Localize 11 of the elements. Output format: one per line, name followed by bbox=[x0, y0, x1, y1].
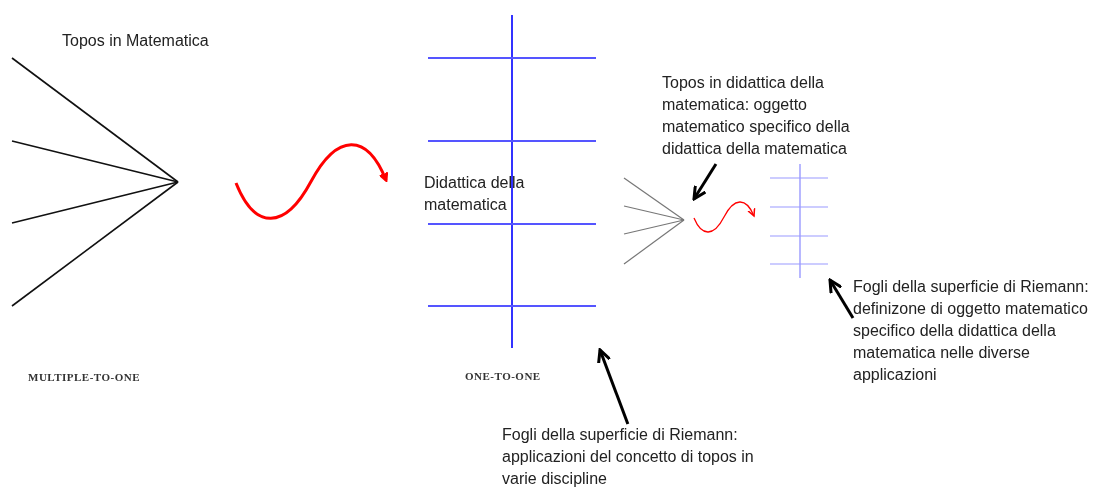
callout-text: Fogli della superficie di Riemann: definizone di oggetto matematico specifico della didattica della matematica nelle diverse applicazioni bbox=[853, 276, 1097, 388]
caption-text: MULTIPLE-TO-ONE bbox=[28, 371, 141, 383]
callout-text: Topos in didattica della matematica: oggetto matematico specifico della didattica della matematica bbox=[662, 72, 872, 164]
wavy-arrow bbox=[693, 201, 755, 233]
arrow bbox=[597, 348, 630, 425]
wavy-arrow bbox=[234, 143, 388, 220]
arrow bbox=[692, 163, 718, 201]
caption-text: ONE-TO-ONE bbox=[465, 370, 541, 382]
callout-text: Fogli della superficie di Riemann: applicazioni del concetto di topos in varie discipline bbox=[502, 424, 792, 488]
heading-text: Topos in Matematica bbox=[62, 31, 210, 51]
arrow bbox=[828, 278, 855, 319]
